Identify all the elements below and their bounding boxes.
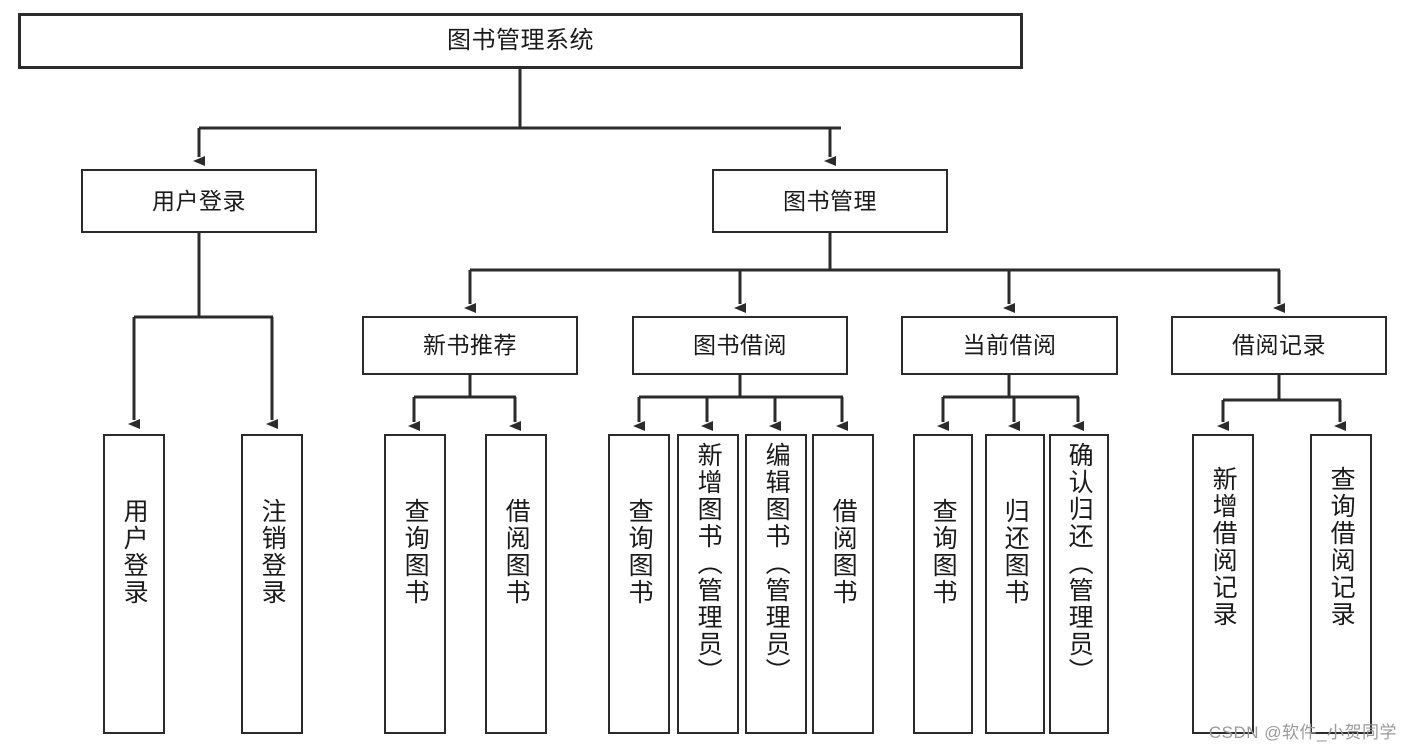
node-label: 当前借阅: [962, 332, 1057, 359]
leaf-query-book-new-rec[interactable]: 查询图书: [384, 434, 446, 734]
node-user-login[interactable]: 用户登录: [81, 169, 317, 233]
edge-group-book-manage: [464, 233, 1285, 313]
csdn-watermark: CSDN @软件_小贺同学: [1208, 723, 1397, 742]
node-label: 借阅记录: [1232, 332, 1326, 359]
node-label: 查询图书: [625, 498, 654, 606]
node-label: 查询图书: [401, 498, 430, 606]
node-current-borrow[interactable]: 当前借阅: [901, 316, 1118, 375]
node-borrow-record[interactable]: 借阅记录: [1171, 316, 1387, 375]
edge-group-user-login: [128, 233, 278, 429]
leaf-query-book-current[interactable]: 查询图书: [913, 434, 973, 734]
node-root-system[interactable]: 图书管理系统: [18, 13, 1023, 69]
node-label: 用户登录: [152, 187, 246, 214]
leaf-add-borrow-record[interactable]: 新增借阅记录: [1192, 434, 1254, 734]
edge-group-borrow-record: [1217, 375, 1346, 431]
node-label: 用户登录: [120, 498, 149, 606]
edge-group-new-book-rec: [408, 375, 521, 431]
node-label: 查询图书: [929, 498, 958, 606]
edge-group-book-borrow: [633, 375, 848, 431]
leaf-logout[interactable]: 注销登录: [241, 434, 303, 734]
node-book-borrow[interactable]: 图书借阅: [632, 316, 848, 375]
leaf-borrow-book-borrow[interactable]: 借阅图书: [812, 434, 874, 734]
leaf-user-login[interactable]: 用户登录: [103, 434, 165, 734]
node-label: 新增图书（管理员）: [694, 442, 723, 685]
node-label: 借阅图书: [502, 498, 531, 606]
node-label: 图书管理: [783, 187, 877, 214]
node-label: 新增借阅记录: [1209, 466, 1238, 628]
node-label: 确认归还（管理员）: [1065, 442, 1094, 685]
edge-group-root: [193, 69, 841, 166]
leaf-return-book[interactable]: 归还图书: [985, 434, 1045, 734]
node-label: 查询借阅记录: [1327, 466, 1356, 628]
node-label: 归还图书: [1001, 498, 1030, 606]
node-label: 图书借阅: [693, 332, 787, 359]
node-book-management[interactable]: 图书管理: [712, 169, 948, 233]
leaf-confirm-return-admin[interactable]: 确认归还（管理员）: [1049, 434, 1109, 734]
node-label: 编辑图书（管理员）: [762, 442, 791, 685]
node-label: 新书推荐: [423, 332, 517, 359]
leaf-query-book-borrow[interactable]: 查询图书: [608, 434, 670, 734]
leaf-add-book-admin[interactable]: 新增图书（管理员）: [677, 434, 739, 734]
leaf-borrow-book-new-rec[interactable]: 借阅图书: [485, 434, 547, 734]
leaf-edit-book-admin[interactable]: 编辑图书（管理员）: [745, 434, 807, 734]
node-label: 图书管理系统: [447, 27, 594, 55]
node-label: 借阅图书: [829, 498, 858, 606]
node-new-book-recommendation[interactable]: 新书推荐: [362, 316, 578, 375]
leaf-query-borrow-record[interactable]: 查询借阅记录: [1310, 434, 1372, 734]
edge-group-current-borrow: [937, 375, 1084, 431]
node-label: 注销登录: [258, 498, 287, 606]
